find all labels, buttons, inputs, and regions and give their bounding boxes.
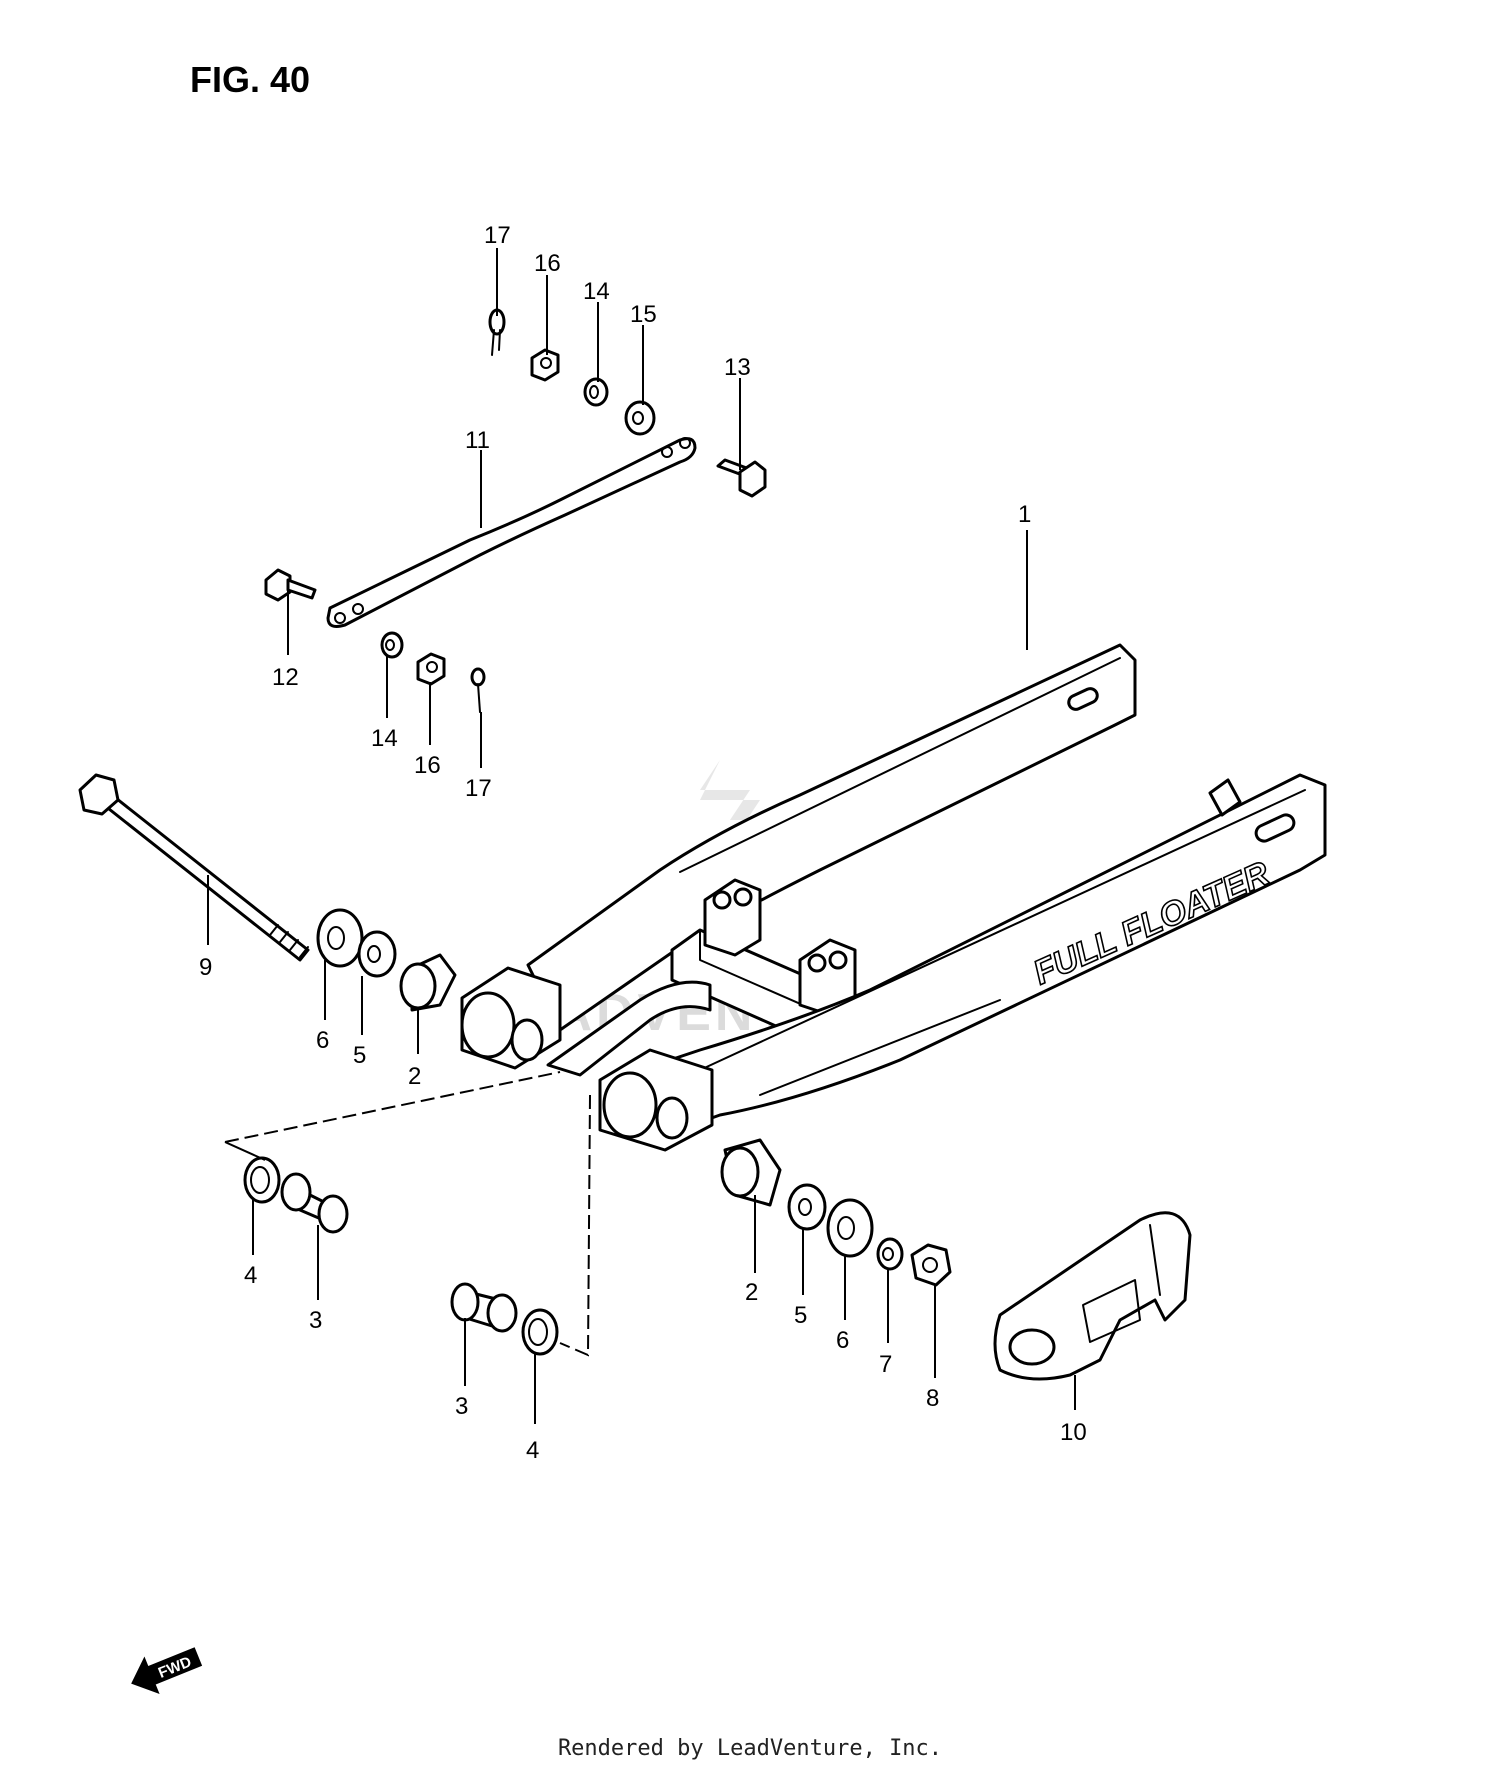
cotter-pin-part-17-top <box>488 308 506 356</box>
callout-1: 1 <box>1018 501 1031 528</box>
callout-14-bottom: 14 <box>371 725 398 752</box>
callout-3-center: 3 <box>455 1393 468 1420</box>
callout-7: 7 <box>879 1351 892 1378</box>
bolt-part-12 <box>264 568 317 602</box>
footer-credit: Rendered by LeadVenture, Inc. <box>557 1736 943 1761</box>
washer-part-7 <box>876 1237 904 1271</box>
nut-part-16-top <box>530 348 560 382</box>
callout-2-left: 2 <box>408 1063 421 1090</box>
forward-direction-arrow: FWD <box>131 1647 203 1695</box>
leader-lines <box>207 248 1076 1424</box>
bushing-part-3-center <box>450 1282 518 1333</box>
callout-17-bottom: 17 <box>465 775 492 802</box>
callout-12: 12 <box>272 664 299 691</box>
figure-title: FIG. 40 <box>190 59 310 100</box>
spacer-part-6-left <box>316 908 364 968</box>
bolt-part-13 <box>716 458 767 498</box>
seal-part-4-center <box>521 1308 559 1356</box>
fwd-label: FWD <box>156 1653 194 1682</box>
callout-5-left: 5 <box>353 1042 366 1069</box>
nut-part-16-bottom <box>416 652 446 686</box>
callout-10: 10 <box>1060 1419 1087 1446</box>
callout-16-top: 16 <box>534 250 561 277</box>
callout-15: 15 <box>630 301 657 328</box>
washer-part-5-right <box>787 1183 827 1231</box>
callout-9: 9 <box>199 954 212 981</box>
callout-numbers: 1 2 2 3 3 4 4 5 5 6 6 7 8 9 10 11 12 13 … <box>199 222 1087 1464</box>
torque-arm-part-11 <box>326 437 697 628</box>
callout-14-top: 14 <box>583 278 610 305</box>
swingarm-part-1: FULL FLOATER <box>460 643 1327 1152</box>
lock-washer-part-14-bottom <box>380 631 404 659</box>
callout-11: 11 <box>465 427 490 454</box>
washer-part-5-left <box>357 930 397 978</box>
nut-part-8 <box>910 1243 952 1287</box>
callout-4-left: 4 <box>244 1262 257 1289</box>
seal-part-4-left <box>243 1156 281 1204</box>
callout-4-center: 4 <box>526 1437 539 1464</box>
bushing-part-3-left <box>280 1172 349 1234</box>
lock-washer-part-14-top <box>583 377 609 407</box>
spacer-part-6-right <box>826 1198 874 1258</box>
bushing-part-2-right <box>720 1138 782 1207</box>
bushing-part-2-left <box>399 953 457 1012</box>
washer-part-15 <box>624 400 656 436</box>
callout-13: 13 <box>724 354 751 381</box>
callout-6-right: 6 <box>836 1327 849 1354</box>
callout-2-right: 2 <box>745 1279 758 1306</box>
cotter-pin-part-17-bottom <box>470 667 486 713</box>
callout-8: 8 <box>926 1385 939 1412</box>
chain-buffer-part-10 <box>993 1211 1192 1381</box>
callout-5-right: 5 <box>794 1302 807 1329</box>
callout-3-left: 3 <box>309 1307 322 1334</box>
callout-16-bottom: 16 <box>414 752 441 779</box>
callout-6-left: 6 <box>316 1027 329 1054</box>
pivot-shaft-part-9 <box>78 773 310 962</box>
callout-17-top: 17 <box>484 222 511 249</box>
